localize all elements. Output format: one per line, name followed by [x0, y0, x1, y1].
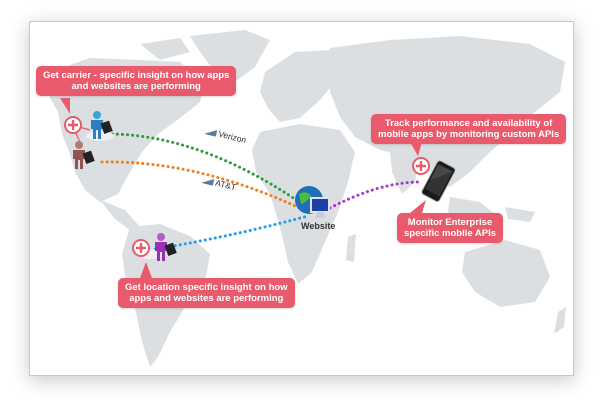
- user-purple-icon: [155, 233, 177, 261]
- signal-icon: [201, 178, 215, 186]
- verizon-label: Verizon: [204, 125, 247, 145]
- verizon-connection-line: [100, 132, 310, 210]
- att-label: AT&T: [201, 174, 237, 192]
- plus-icon-location[interactable]: [131, 238, 151, 258]
- plus-icon-mobile[interactable]: [411, 156, 431, 176]
- signal-icon: [204, 129, 218, 137]
- mobile-connection-line: [328, 180, 422, 210]
- callout-enterprise-apis: Monitor Enterprise specific mobile APIs: [397, 213, 504, 243]
- callout-mobile-apps: Track performance and availability of mo…: [371, 114, 567, 144]
- mobile-phone-icon: [421, 160, 456, 203]
- user-brown-icon: [73, 141, 95, 169]
- website-globe-icon: [295, 186, 330, 218]
- att-connection-line: [100, 160, 310, 214]
- website-label: Website: [301, 221, 336, 231]
- callout-location-insight: Get location specific insight on how app…: [118, 278, 295, 308]
- plus-icon-carrier[interactable]: [63, 115, 83, 135]
- callout-carrier-insight: Get carrier - specific insight on how ap…: [36, 66, 237, 96]
- world-map-panel: Verizon AT&T Website Get carrier - speci…: [29, 21, 574, 376]
- user-blue-icon: [91, 111, 113, 139]
- location-connection-line: [148, 214, 310, 252]
